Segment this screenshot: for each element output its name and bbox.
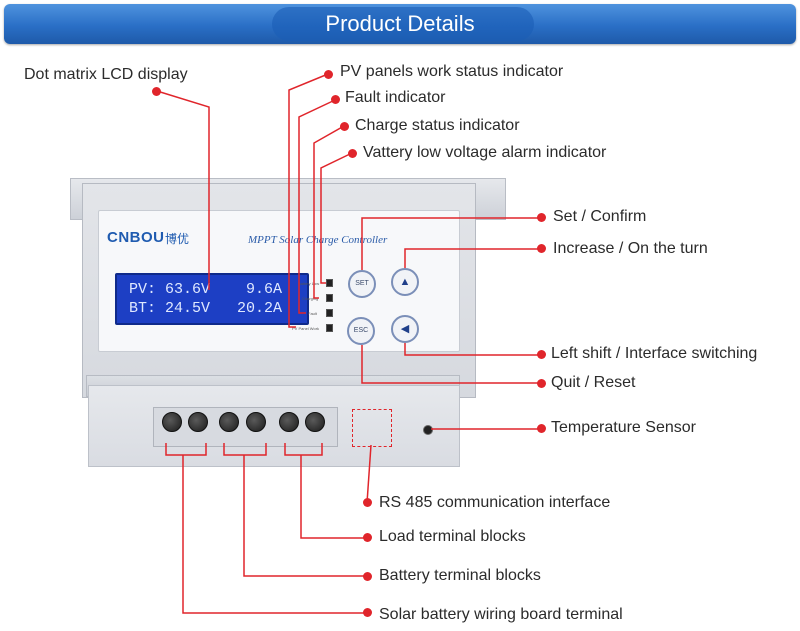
- temperature-sensor: [423, 425, 433, 435]
- line-set: [361, 217, 541, 270]
- callout-dot-left-shift: [537, 350, 546, 359]
- battery-terminal-pos: [219, 412, 239, 432]
- callout-dot-charge: [340, 122, 349, 131]
- label-increase: Increase / On the turn: [553, 240, 708, 257]
- callout-dot-load: [363, 533, 372, 542]
- callout-dot-pv: [324, 70, 333, 79]
- label-solar-terminal: Solar battery wiring board terminal: [379, 606, 623, 623]
- led-label-charging: Charging: [302, 296, 319, 301]
- line-load-bracket: [284, 443, 323, 456]
- page-title: Product Details: [325, 11, 475, 36]
- line-load: [300, 455, 367, 539]
- brand-logo: CNBOU: [107, 229, 165, 246]
- label-battery-terminal: Battery terminal blocks: [379, 567, 541, 584]
- label-quit-reset: Quit / Reset: [551, 374, 636, 391]
- load-terminal-pos: [279, 412, 299, 432]
- lcd-line-1: PV: 63.6V 9.6A: [129, 281, 283, 298]
- line-charge: [313, 125, 345, 299]
- esc-button[interactable]: ESC: [347, 317, 375, 345]
- line-battery-term: [243, 455, 367, 577]
- esc-button-label: ESC: [353, 327, 369, 334]
- battery-terminal-neg: [246, 412, 266, 432]
- line-quit: [361, 345, 541, 384]
- line-battery: [320, 152, 353, 284]
- charging-led: [326, 294, 333, 302]
- header-banner: Product Details: [4, 4, 796, 44]
- led-label-fault: Fault: [308, 311, 317, 316]
- product-name: MPPT Solar Charge Controller: [248, 234, 388, 246]
- label-pv-indicator: PV panels work status indicator: [340, 63, 564, 80]
- brand-logo-cn: 博优: [165, 232, 190, 246]
- solar-terminal-neg: [188, 412, 208, 432]
- led-label-battery-low: Battery Low: [298, 281, 320, 286]
- label-left-shift: Left shift / Interface switching: [551, 345, 758, 362]
- load-terminal-neg: [305, 412, 325, 432]
- line-solar-bracket: [165, 443, 207, 456]
- callout-dot-quit: [537, 379, 546, 388]
- label-rs485: RS 485 communication interface: [379, 494, 611, 511]
- solar-terminal-pos: [162, 412, 182, 432]
- set-button-label: SET: [355, 280, 369, 287]
- callout-dot-lcd: [152, 87, 161, 96]
- line-left-shift: [404, 343, 541, 356]
- label-battery-alarm: Vattery low voltage alarm indicator: [363, 144, 607, 161]
- rs485-port: [352, 409, 392, 447]
- line-battery-bracket: [223, 443, 267, 456]
- callout-dot-fault: [331, 95, 340, 104]
- label-fault-indicator: Fault indicator: [345, 89, 446, 106]
- arrow-left-icon: ◀: [400, 323, 410, 335]
- increase-button[interactable]: ▲: [391, 268, 419, 296]
- callout-dot-solar: [363, 608, 372, 617]
- left-shift-button[interactable]: ◀: [391, 315, 419, 343]
- lcd-line-2: BT: 24.5V 20.2A: [129, 300, 283, 317]
- pv-work-led: [326, 324, 333, 332]
- label-charge-indicator: Charge status indicator: [355, 117, 520, 134]
- fault-led: [326, 309, 333, 317]
- battery-low-led: [326, 279, 333, 287]
- label-set-confirm: Set / Confirm: [553, 208, 647, 225]
- callout-dot-battery-term: [363, 572, 372, 581]
- set-button[interactable]: SET: [348, 270, 376, 298]
- label-load-terminal: Load terminal blocks: [379, 528, 526, 545]
- label-lcd-display: Dot matrix LCD display: [24, 66, 188, 83]
- led-label-pv-work: PV Panel Work: [292, 326, 320, 331]
- line-lcd: [156, 90, 210, 290]
- line-rs485: [366, 444, 372, 504]
- label-temp-sensor: Temperature Sensor: [551, 419, 696, 436]
- callout-dot-set: [537, 213, 546, 222]
- line-fault: [298, 99, 336, 314]
- callout-dot-increase: [537, 244, 546, 253]
- line-increase: [404, 248, 541, 268]
- arrow-up-icon: ▲: [399, 276, 411, 288]
- lcd-display: PV: 63.6V 9.6A BT: 24.5V 20.2A: [115, 273, 309, 325]
- line-pv: [288, 73, 329, 328]
- line-solar: [182, 455, 367, 614]
- callout-dot-battery: [348, 149, 357, 158]
- callout-dot-rs485: [363, 498, 372, 507]
- callout-dot-temp: [537, 424, 546, 433]
- banner-pill: [272, 7, 534, 41]
